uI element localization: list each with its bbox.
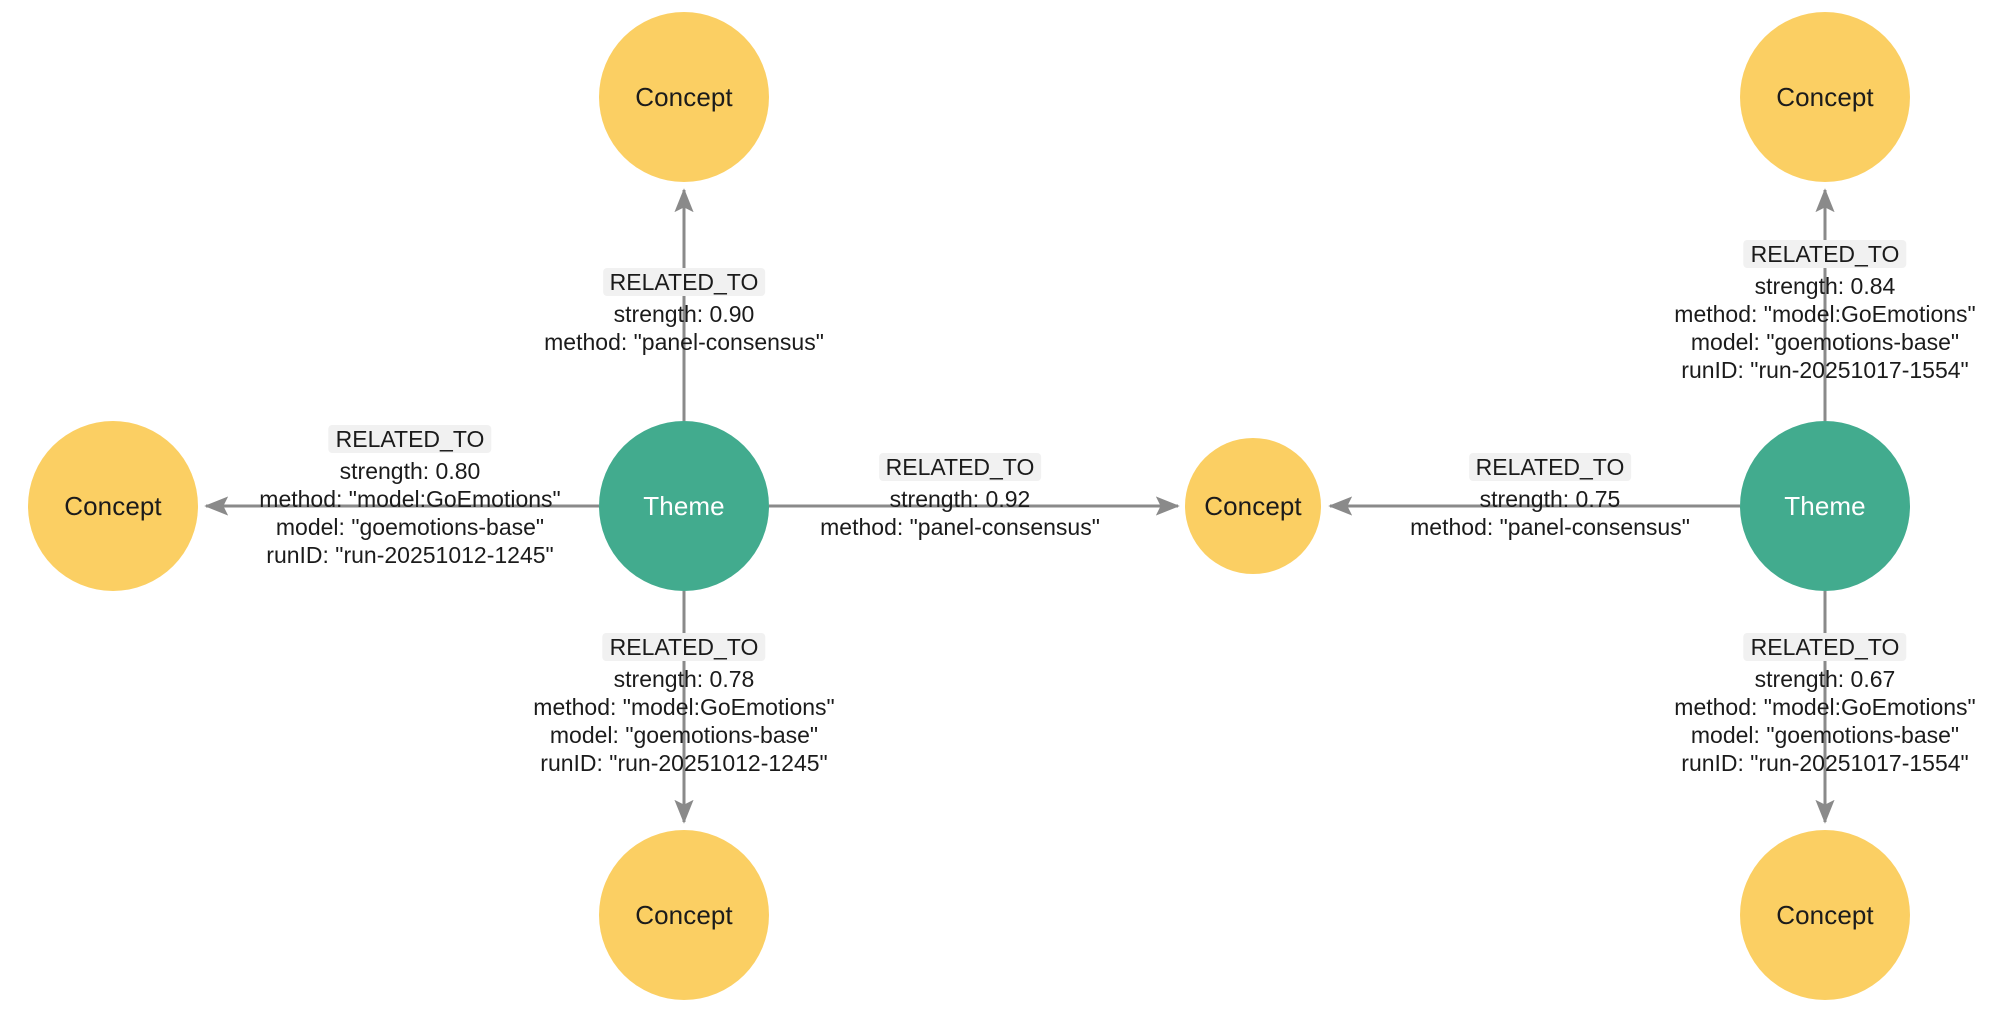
graph-node-concept[interactable]: Concept (28, 421, 198, 591)
graph-node-concept[interactable]: Concept (1740, 12, 1910, 182)
graph-node-concept[interactable]: Concept (599, 12, 769, 182)
edge-property: method: "panel-consensus" (1410, 514, 1690, 540)
edge-property: strength: 0.75 (1479, 486, 1621, 512)
node-label: Concept (1204, 490, 1302, 521)
node-label: Theme (1784, 490, 1866, 521)
edge-property: runID: "run-20251012-1245" (540, 750, 828, 776)
edge-property: method: "model:GoEmotions" (1674, 301, 1976, 327)
edge-type-chip: RELATED_TO (1743, 240, 1907, 268)
edge-property: model: "goemotions-base" (1690, 722, 1960, 748)
edge-property: model: "goemotions-base" (275, 514, 545, 540)
edge-property: runID: "run-20251012-1245" (266, 542, 554, 568)
edge-property: strength: 0.78 (613, 666, 755, 692)
edge-type-chip: RELATED_TO (602, 633, 766, 661)
node-label: Concept (1776, 81, 1874, 112)
edge-property: runID: "run-20251017-1554" (1681, 750, 1969, 776)
edge-property: method: "model:GoEmotions" (533, 694, 835, 720)
edge-property: method: "model:GoEmotions" (259, 486, 561, 512)
edge-property: strength: 0.92 (889, 486, 1031, 512)
edge-type-chip: RELATED_TO (1743, 633, 1907, 661)
edge-property: model: "goemotions-base" (549, 722, 819, 748)
node-label: Theme (643, 490, 725, 521)
graph-node-concept[interactable]: Concept (1740, 830, 1910, 1000)
edge-type-chip: RELATED_TO (1468, 453, 1632, 481)
edge-property: strength: 0.80 (339, 458, 481, 484)
edge-property: method: "panel-consensus" (820, 514, 1100, 540)
edge-property: strength: 0.90 (613, 301, 755, 327)
graph-node-theme[interactable]: Theme (1740, 421, 1910, 591)
node-label: Concept (635, 81, 733, 112)
graph-node-theme[interactable]: Theme (599, 421, 769, 591)
edge-property: method: "panel-consensus" (544, 329, 824, 355)
edge-property: strength: 0.67 (1754, 666, 1896, 692)
graph-node-concept[interactable]: Concept (599, 830, 769, 1000)
edge-property: method: "model:GoEmotions" (1674, 694, 1976, 720)
node-label: Concept (64, 490, 162, 521)
edge-type-chip: RELATED_TO (328, 425, 492, 453)
edge-property: model: "goemotions-base" (1690, 329, 1960, 355)
graph-node-concept[interactable]: Concept (1185, 438, 1321, 574)
edge-type-chip: RELATED_TO (602, 268, 766, 296)
edge-property: strength: 0.84 (1754, 273, 1896, 299)
node-label: Concept (1776, 899, 1874, 930)
edge-type-chip: RELATED_TO (878, 453, 1042, 481)
edge-property: runID: "run-20251017-1554" (1681, 357, 1969, 383)
node-label: Concept (635, 899, 733, 930)
